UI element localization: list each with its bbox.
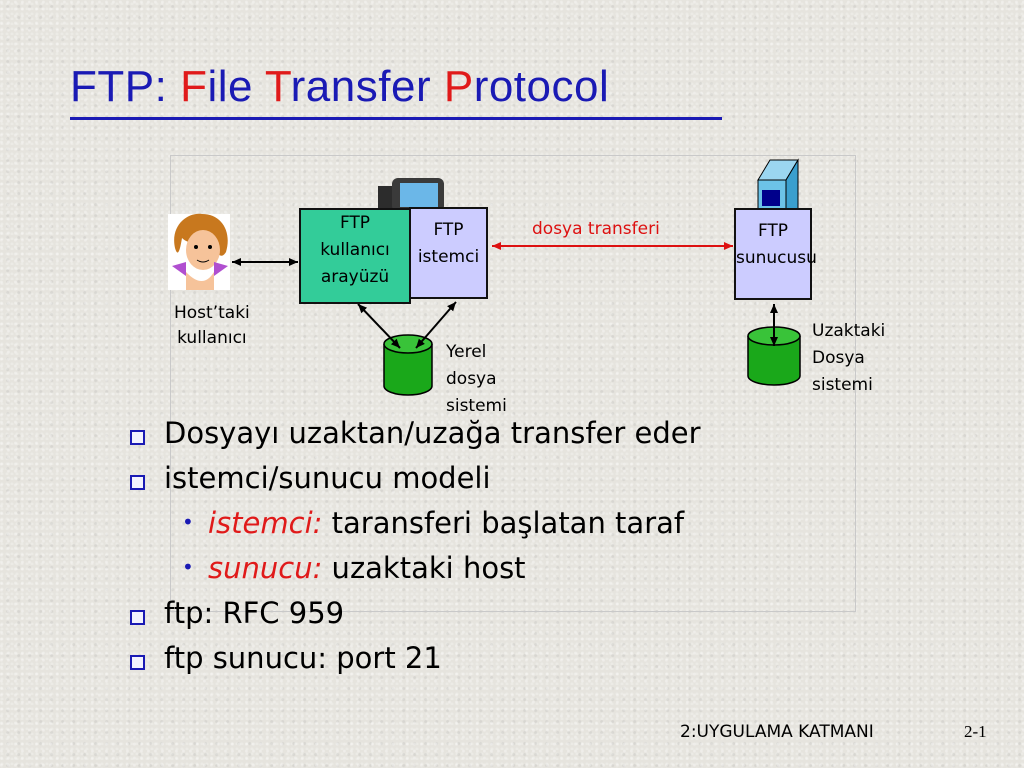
server-box-line-1: FTP bbox=[736, 218, 810, 245]
footer-chapter: 2:UYGULAMA KATMANI bbox=[680, 722, 874, 742]
bullet-item: ftp: RFC 959 bbox=[164, 596, 344, 630]
dot-bullet-icon: • bbox=[182, 510, 194, 534]
footer-page-number: 2-1 bbox=[964, 722, 987, 742]
bullet-item: Dosyayı uzaktan/uzağa transfer eder bbox=[164, 416, 701, 450]
remote-fs-label-line-3: sistemi bbox=[812, 372, 885, 399]
client-box-line-2: istemci bbox=[411, 244, 486, 271]
remote-fs-label-line-1: Uzaktaki bbox=[812, 318, 885, 345]
local-fs-label-line-1: Yerel bbox=[446, 339, 507, 366]
dot-bullet-icon: • bbox=[182, 555, 194, 579]
server-box-line-2: sunucusu bbox=[736, 245, 810, 272]
square-bullet-icon bbox=[130, 655, 145, 670]
host-user-label-line-1: Host’taki bbox=[174, 301, 250, 326]
square-bullet-icon bbox=[130, 610, 145, 625]
sub-bullet-item: sunucu: uzaktaki host bbox=[208, 551, 526, 585]
sub-bullet-term: sunucu: bbox=[208, 551, 322, 585]
sub-bullet-item: istemci: taransferi başlatan taraf bbox=[208, 506, 684, 540]
remote-fs-label-line-2: Dosya bbox=[812, 345, 885, 372]
ui-box-line-2: kullanıcı bbox=[301, 237, 409, 264]
square-bullet-icon bbox=[130, 430, 145, 445]
ftp-user-interface-box: FTP kullanıcı arayüzü bbox=[299, 208, 411, 304]
host-user-label-line-2: kullanıcı bbox=[174, 326, 250, 351]
client-box-line-1: FTP bbox=[411, 217, 486, 244]
bullet-item: ftp sunucu: port 21 bbox=[164, 641, 442, 675]
transfer-label: dosya transferi bbox=[532, 216, 660, 243]
ui-box-line-3: arayüzü bbox=[301, 264, 409, 291]
sub-bullet-term: istemci: bbox=[208, 506, 322, 540]
square-bullet-icon bbox=[130, 475, 145, 490]
local-fs-label-line-2: dosya bbox=[446, 366, 507, 393]
ui-disk-arrow bbox=[358, 304, 400, 348]
local-fs-label: Yerel dosya sistemi bbox=[446, 339, 507, 420]
ui-box-line-1: FTP bbox=[301, 210, 409, 237]
bullet-item: istemci/sunucu modeli bbox=[164, 461, 491, 495]
user-person-icon bbox=[168, 214, 230, 290]
ftp-client-box: FTP istemci bbox=[409, 207, 488, 299]
local-disk-icon bbox=[384, 335, 432, 395]
ftp-server-box: FTP sunucusu bbox=[734, 208, 812, 300]
sub-bullet-text: uzaktaki host bbox=[322, 551, 525, 585]
sub-bullet-text: taransferi başlatan taraf bbox=[322, 506, 684, 540]
remote-fs-label: Uzaktaki Dosya sistemi bbox=[812, 318, 885, 399]
host-user-label: Host’taki kullanıcı bbox=[174, 301, 250, 351]
